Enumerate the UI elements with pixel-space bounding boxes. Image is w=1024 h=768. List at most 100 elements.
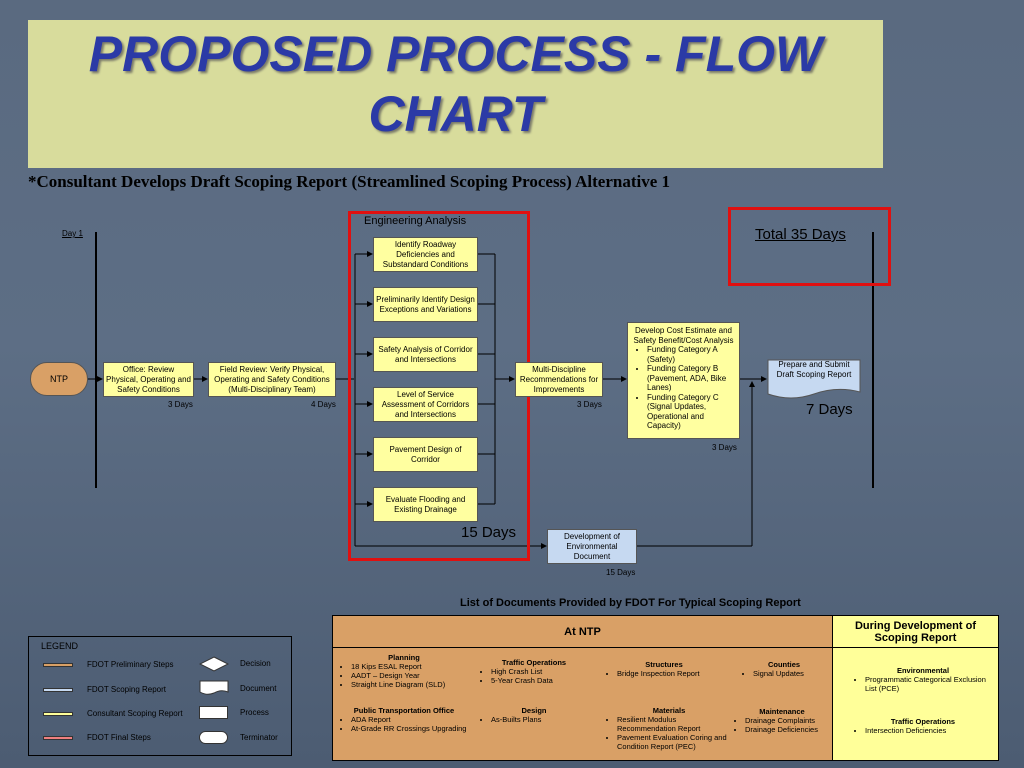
materials-title: Materials — [652, 706, 686, 715]
end-line — [872, 232, 874, 488]
doc-item: Straight Line Diagram (SLD) — [351, 680, 469, 689]
doc-item: ADA Report — [351, 715, 469, 724]
multi-duration: 3 Days — [577, 400, 602, 409]
pavement-design-step: Pavement Design of Corridor — [373, 437, 478, 472]
process-shape-icon — [199, 706, 228, 719]
doc-item: 5-Year Crash Data — [491, 676, 589, 685]
field-review-step: Field Review: Verify Physical, Operating… — [208, 362, 336, 397]
legend-label-preliminary: FDOT Preliminary Steps — [87, 660, 174, 669]
seven-days-label: 7 Days — [806, 401, 853, 418]
legend-label-terminator: Terminator — [240, 733, 278, 742]
traffic-ops-group: Traffic Operations High Crash List 5-Yea… — [479, 658, 589, 685]
doc-item: Drainage Deficiencies — [745, 725, 831, 734]
cost-item: Funding Category B (Pavement, ADA, Bike … — [647, 364, 736, 393]
fifteen-days-label: 15 Days — [461, 524, 517, 541]
page-title: PROPOSED PROCESS - FLOW CHART — [88, 26, 823, 142]
identify-deficiencies-step: Identify Roadway Deficiencies and Substa… — [373, 237, 478, 272]
doc-item: As-Builts Plans — [491, 715, 589, 724]
maintenance-list: Drainage Complaints Drainage Deficiencie… — [733, 716, 831, 734]
environmental-group: Environmental Programmatic Categorical E… — [853, 666, 993, 693]
decision-shape-icon — [199, 656, 229, 672]
prepare-report-document-shape — [767, 359, 861, 399]
traffic-ops-title: Traffic Operations — [501, 658, 567, 667]
legend-swatch-preliminary — [43, 663, 73, 667]
traffic-ops2-group: Traffic Operations Intersection Deficien… — [853, 717, 993, 735]
doc-item: Pavement Evaluation Coring and Condition… — [617, 733, 733, 751]
traffic-ops2-title: Traffic Operations — [890, 717, 956, 726]
design-list: As-Builts Plans — [479, 715, 589, 724]
structures-list: Bridge Inspection Report — [605, 669, 723, 678]
maintenance-title: Maintenance — [759, 707, 805, 716]
doc-item: Bridge Inspection Report — [617, 669, 723, 678]
at-ntp-body — [333, 648, 833, 760]
multi-discipline-step: Multi-Discipline Recommendations for Imp… — [515, 362, 603, 397]
traffic-ops-list: High Crash List 5-Year Crash Data — [479, 667, 589, 685]
counties-list: Signal Updates — [741, 669, 827, 678]
field-duration: 4 Days — [311, 400, 336, 409]
documents-title: List of Documents Provided by FDOT For T… — [460, 597, 801, 609]
design-title: Design — [521, 706, 547, 715]
total-highlight-box — [728, 207, 891, 286]
total-days-label: Total 35 Days — [755, 226, 846, 243]
pto-list: ADA Report At-Grade RR Crossings Upgradi… — [339, 715, 469, 733]
doc-item: Resilient Modulus Recommendation Report — [617, 715, 733, 733]
legend-label-consultant: Consultant Scoping Report — [87, 709, 183, 718]
pto-title: Public Transportation Office — [353, 706, 455, 715]
doc-item: High Crash List — [491, 667, 589, 676]
ntp-terminator: NTP — [30, 362, 88, 396]
maintenance-group: Maintenance Drainage Complaints Drainage… — [733, 707, 831, 734]
office-duration: 3 Days — [168, 400, 193, 409]
engineering-analysis-label: Engineering Analysis — [364, 215, 467, 227]
legend-label-decision: Decision — [240, 659, 271, 668]
cost-estimate-title: Develop Cost Estimate and Safety Benefit… — [633, 326, 734, 345]
office-review-step: Office: Review Physical, Operating and S… — [103, 362, 194, 397]
doc-item: At-Grade RR Crossings Upgrading — [351, 724, 469, 733]
design-group: Design As-Builts Plans — [479, 706, 589, 724]
planning-title: Planning — [388, 653, 420, 662]
cost-estimate-step: Develop Cost Estimate and Safety Benefit… — [627, 322, 740, 439]
doc-item: Drainage Complaints — [745, 716, 831, 725]
cost-item: Funding Category A (Safety) — [647, 345, 736, 364]
environmental-document-step: Development of Environmental Document — [547, 529, 637, 564]
document-shape-icon — [199, 680, 229, 695]
cost-duration: 3 Days — [712, 443, 737, 452]
environmental-list: Programmatic Categorical Exclusion List … — [853, 675, 993, 693]
doc-item: 18 Kips ESAL Report — [351, 662, 469, 671]
counties-title: Counties — [767, 660, 801, 669]
evaluate-flooding-step: Evaluate Flooding and Existing Drainage — [373, 487, 478, 522]
legend-title: LEGEND — [41, 641, 79, 651]
doc-item: Programmatic Categorical Exclusion List … — [865, 675, 993, 693]
safety-analysis-step: Safety Analysis of Corridor and Intersec… — [373, 337, 478, 372]
legend: LEGEND FDOT Preliminary Steps FDOT Scopi… — [28, 636, 292, 756]
structures-group: Structures Bridge Inspection Report — [605, 660, 723, 678]
title-banner — [28, 20, 883, 168]
doc-item: Signal Updates — [753, 669, 827, 678]
structures-title: Structures — [645, 660, 683, 669]
day1-label: Day 1 — [62, 229, 83, 238]
legend-label-document: Document — [240, 684, 277, 693]
planning-group: Planning 18 Kips ESAL Report AADT – Desi… — [339, 653, 469, 689]
pto-group: Public Transportation Office ADA Report … — [339, 706, 469, 733]
cost-estimate-list: Funding Category A (Safety) Funding Cate… — [631, 345, 736, 431]
documents-table: At NTP During Development of Scoping Rep… — [332, 615, 999, 761]
counties-group: Counties Signal Updates — [741, 660, 827, 678]
terminator-shape-icon — [199, 731, 228, 744]
cost-item: Funding Category C (Signal Updates, Oper… — [647, 393, 736, 431]
level-of-service-step: Level of Service Assessment of Corridors… — [373, 387, 478, 422]
during-body — [833, 648, 998, 760]
planning-list: 18 Kips ESAL Report AADT – Design Year S… — [339, 662, 469, 689]
legend-label-process: Process — [240, 708, 269, 717]
legend-label-scoping: FDOT Scoping Report — [87, 685, 166, 694]
traffic-ops2-list: Intersection Deficiencies — [853, 726, 993, 735]
legend-label-final: FDOT Final Steps — [87, 733, 151, 742]
legend-swatch-consultant — [43, 712, 73, 716]
materials-list: Resilient Modulus Recommendation Report … — [605, 715, 733, 751]
env-duration: 15 Days — [606, 568, 636, 577]
environmental-title: Environmental — [896, 666, 950, 675]
design-exceptions-step: Preliminarily Identify Design Exceptions… — [373, 287, 478, 322]
doc-item: AADT – Design Year — [351, 671, 469, 680]
materials-group: Materials Resilient Modulus Recommendati… — [605, 706, 733, 751]
during-header: During Development of Scoping Report — [833, 616, 998, 648]
page-subtitle: *Consultant Develops Draft Scoping Repor… — [28, 172, 671, 191]
prepare-report-step: Prepare and Submit Draft Scoping Report — [776, 360, 852, 379]
